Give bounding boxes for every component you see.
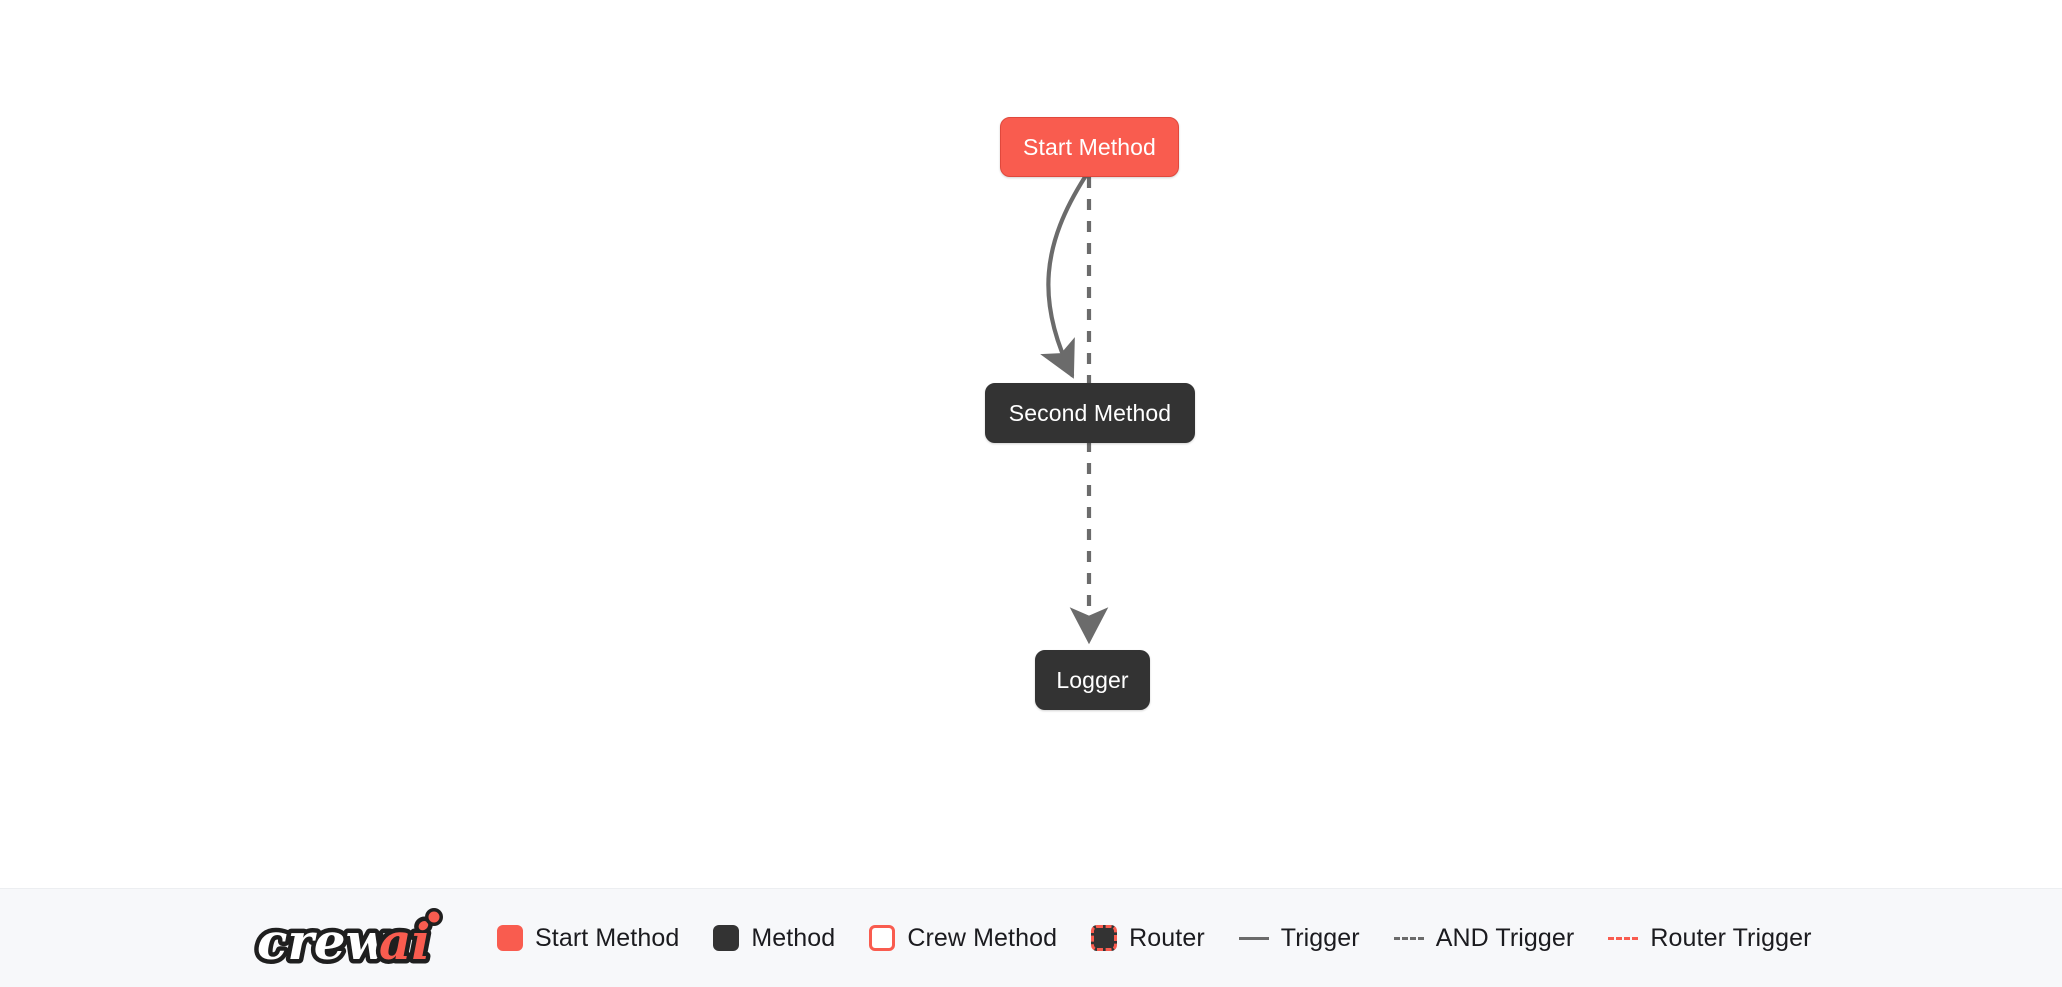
legend-label: Start Method (535, 923, 680, 952)
flow-node-label: Start Method (1023, 133, 1156, 160)
legend-label: Router Trigger (1650, 923, 1812, 952)
legend-item-start-method[interactable]: Start Method (497, 924, 679, 953)
legend-label: AND Trigger (1435, 923, 1575, 952)
flow-node-second-method[interactable]: Second Method (985, 383, 1195, 443)
crewai-logo: crew crew ai ai (253, 908, 443, 975)
legend-bar: crew crew ai ai Start Method Method Crew (0, 888, 2062, 987)
crewai-logo-dot (428, 911, 440, 923)
legend-label: Router (1129, 923, 1205, 952)
flow-canvas[interactable]: Start Method Second Method Logger (0, 0, 2062, 888)
swatch-method-icon (713, 925, 740, 951)
legend-item-router-trigger[interactable]: Router Trigger (1608, 924, 1811, 953)
legend-item-crew-method[interactable]: Crew Method (869, 924, 1057, 953)
line-router-trigger-icon (1608, 937, 1639, 940)
legend-item-trigger[interactable]: Trigger (1238, 923, 1360, 953)
legend-items-container: crew crew ai ai Start Method Method Crew (253, 901, 1812, 976)
flow-node-label: Second Method (1008, 399, 1172, 426)
flow-node-logger[interactable]: Logger (1035, 650, 1150, 710)
legend-label: Method (751, 923, 836, 952)
legend-label: Crew Method (907, 923, 1058, 952)
swatch-router-icon (1091, 925, 1118, 951)
crewai-logo-text-crew: crew (257, 912, 391, 971)
swatch-start-icon (497, 925, 523, 951)
legend-label: Trigger (1280, 923, 1360, 952)
legend-item-and-trigger[interactable]: AND Trigger (1393, 923, 1575, 953)
legend-item-router[interactable]: Router (1091, 924, 1205, 953)
crewai-logo-text-ai: ai (379, 912, 430, 971)
crewai-logo-outline-ai: ai (379, 912, 430, 971)
flow-node-label: Logger (1056, 666, 1129, 693)
swatch-crew-icon (869, 925, 896, 951)
legend-item-method[interactable]: Method (713, 924, 835, 953)
flow-node-start-method[interactable]: Start Method (1000, 117, 1179, 177)
edge-start-to-second (1040, 174, 1088, 379)
crewai-logo-outline-crew: crew (257, 912, 391, 971)
line-trigger-icon (1238, 937, 1269, 940)
line-and-trigger-icon (1393, 937, 1424, 940)
